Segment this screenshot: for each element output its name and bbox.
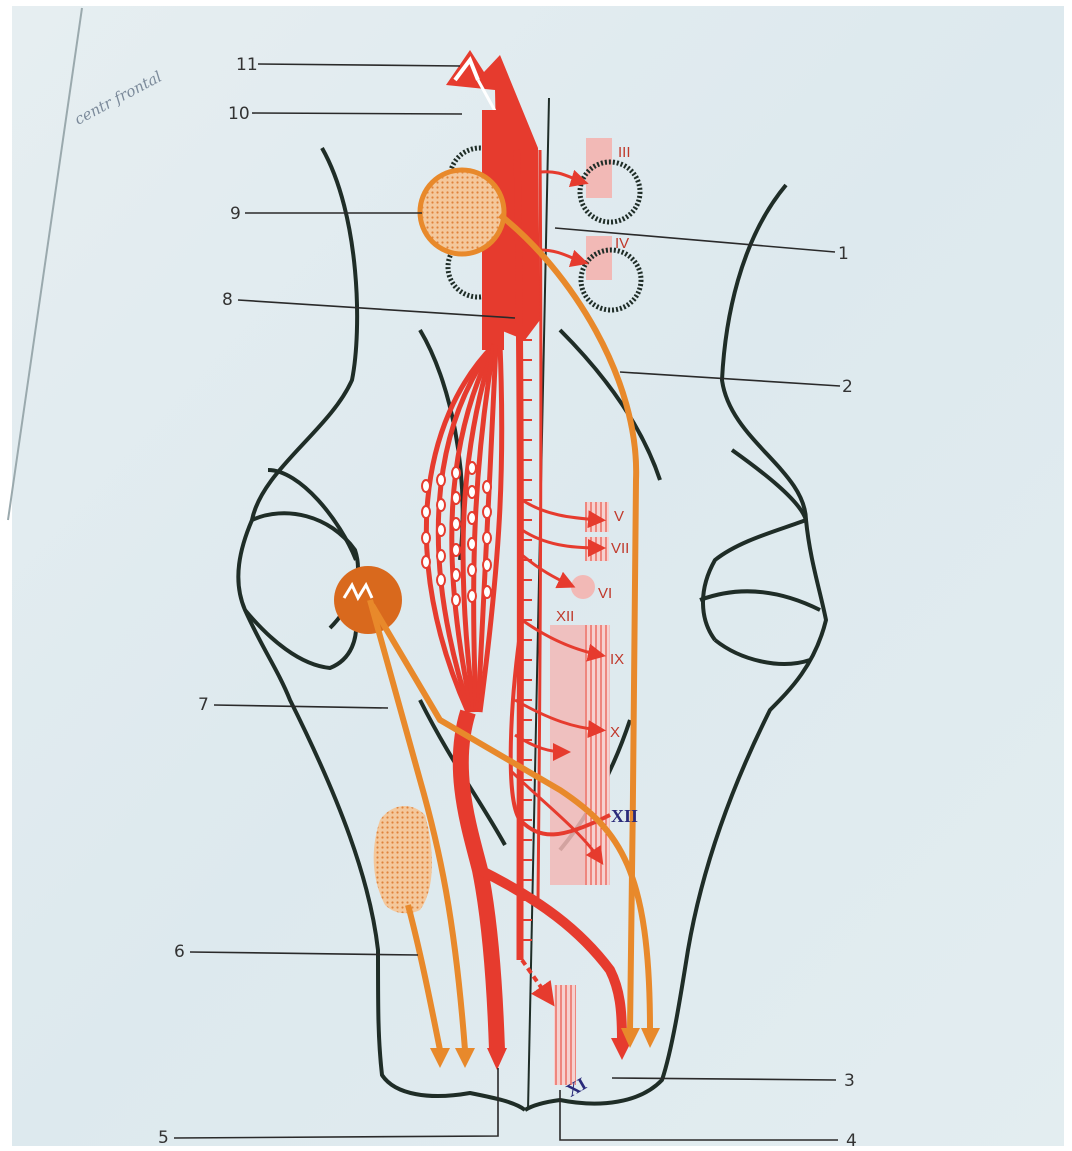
label-3: 3: [844, 1071, 855, 1091]
nerve-VI-label: VI: [598, 585, 612, 602]
label-9: 9: [230, 204, 241, 224]
label-2: 2: [842, 377, 853, 397]
nerve-VII-label: VII: [611, 540, 629, 557]
label-1: 1: [838, 244, 849, 264]
label-10: 10: [228, 104, 250, 124]
nucleus-VI-dot: [571, 575, 595, 599]
vestibular-nucleus: [334, 566, 402, 634]
nerve-IV-label: IV: [615, 235, 629, 252]
nerve-IX-label: IX: [610, 651, 624, 668]
olive: [374, 806, 432, 913]
nucleus-V-block: [585, 502, 609, 532]
label-8: 8: [222, 290, 233, 310]
nerve-XII-bottom-label: XII: [611, 806, 638, 826]
label-11: 11: [236, 55, 258, 75]
nerve-III-label: III: [618, 144, 631, 161]
nerve-V-label: V: [614, 508, 624, 525]
label-4: 4: [846, 1131, 857, 1151]
nerve-XII-top-label: XII: [556, 608, 574, 625]
label-6: 6: [174, 942, 185, 962]
nerve-X-label: X: [610, 724, 620, 741]
nucleus-XI-block: [554, 985, 576, 1085]
nucleus-IV-block: [586, 236, 612, 280]
red-nucleus: [420, 170, 504, 254]
label-5: 5: [158, 1128, 169, 1148]
label-7: 7: [198, 695, 209, 715]
